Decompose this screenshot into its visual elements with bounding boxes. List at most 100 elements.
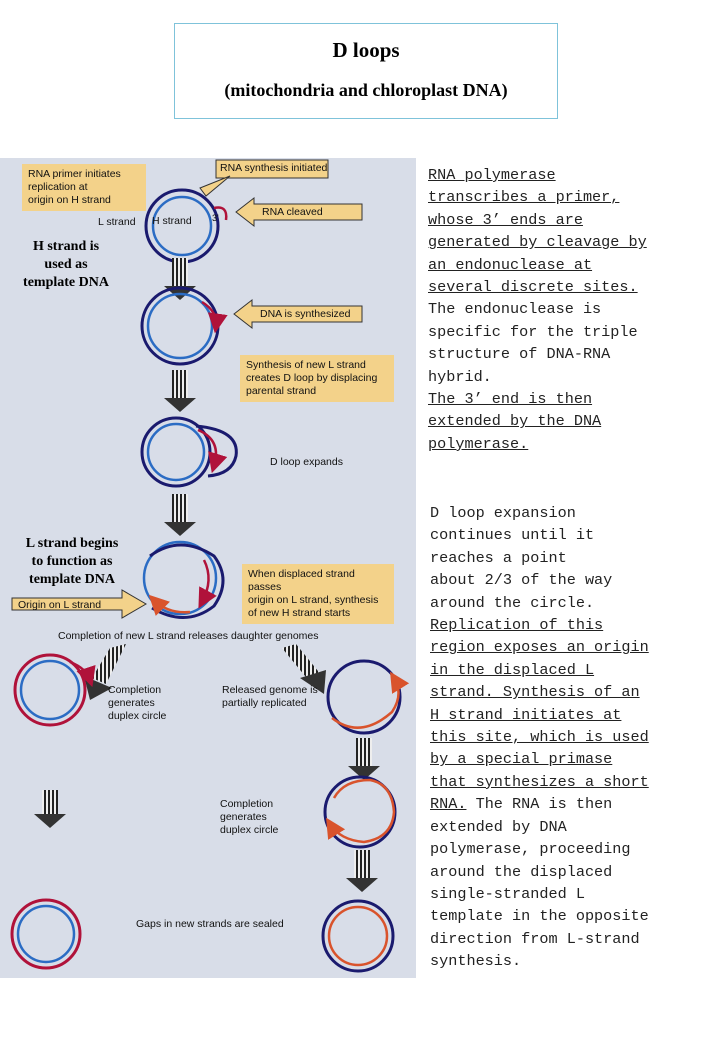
circle-step3 [140, 416, 238, 488]
dloop-expands-label: D loop expands [270, 456, 343, 468]
l-template-line: to function as [31, 554, 113, 569]
dloop-note: Synthesis of new L strand creates D loop… [240, 355, 394, 402]
explanation-text-1: RNA polymerase transcribes a primer, whose… [428, 164, 647, 455]
h-template-line: H strand is [32, 239, 100, 254]
text-line: around the displaced [430, 862, 613, 881]
text-line: synthesis. [430, 952, 522, 971]
text-line: region exposes an origin [430, 638, 649, 657]
dloop-note-line: Synthesis of new L strand [246, 359, 366, 371]
title-box: D loops (mitochondria and chloroplast DN… [174, 23, 558, 119]
rna-cleaved-label: RNA cleaved [262, 206, 323, 218]
down-arrow-right-1 [356, 738, 372, 768]
down-arrow-3 [172, 494, 188, 524]
down-arrow-1 [172, 258, 188, 288]
circle-partial-right [326, 659, 410, 735]
text-line: single-stranded L [430, 884, 585, 903]
gaps-sealed-label: Gaps in new strands are sealed [136, 918, 284, 930]
rna-primer [213, 206, 228, 221]
l-template-label: L strand begins to function as template … [12, 535, 132, 589]
duplex-line: duplex circle [108, 710, 167, 722]
duplex-line: generates [220, 811, 267, 823]
released-line: partially replicated [222, 697, 307, 709]
text-line: template in the opposite [430, 907, 649, 926]
explanation-text-2: D loop expansion continues until it reache… [430, 502, 649, 973]
text-line: RNA. The RNA is then [430, 795, 613, 814]
three-prime-label: 3' [212, 213, 219, 223]
text-line: in the displaced L [430, 660, 595, 679]
h-template-line: template DNA [23, 275, 109, 290]
l-template-line: L strand begins [25, 536, 119, 551]
callout-rna-cleaved [235, 196, 363, 228]
displaced-note: When displaced strand passes origin on L… [242, 564, 394, 624]
page-subtitle: (mitochondria and chloroplast DNA) [224, 80, 508, 100]
dloop-note-line: parental strand [246, 385, 317, 397]
duplex-line: Completion [220, 798, 274, 810]
callout-dna-synthesized [233, 298, 363, 330]
released-partial-label: Released genome is partially replicated [222, 684, 318, 710]
duplex-line: Completion [108, 684, 162, 696]
split-arrow-right [282, 644, 326, 694]
text-line: H strand initiates at [430, 705, 622, 724]
text-line: extended by the DNA [428, 412, 602, 431]
down-arrow-2 [172, 370, 188, 400]
circle-duplex-left [13, 653, 96, 727]
h-strand-label: H strand [152, 215, 192, 227]
text-line: polymerase. [428, 434, 529, 453]
text-line: polymerase, proceeding [430, 840, 631, 859]
text-line: several discrete sites. [428, 278, 638, 297]
primer-note: RNA primer initiates replication at orig… [22, 164, 146, 211]
displaced-note-line: of new H strand starts [248, 607, 351, 619]
h-template-line: used as [44, 257, 88, 272]
callout-rna-initiated [199, 159, 329, 197]
l-strand-label: L strand [98, 216, 136, 228]
page-title: D loops [332, 38, 400, 62]
circle-sealed-right [321, 899, 395, 973]
text-line: D loop expansion [430, 504, 576, 522]
down-arrow-left [42, 790, 58, 816]
circle-step2 [140, 286, 228, 366]
primer-note-line: replication at [28, 181, 88, 193]
text-line: The 3’ end is then [428, 390, 593, 409]
circle-completion-right [323, 775, 397, 849]
text-line: strand. Synthesis of an [430, 683, 640, 702]
text-line: this site, which is used [430, 728, 649, 747]
dloop-diagram [10, 159, 410, 973]
primer-note-line: origin on H strand [28, 194, 111, 206]
duplex-line: generates [108, 697, 155, 709]
text-line: structure of DNA-RNA [428, 345, 611, 364]
duplex-line: duplex circle [220, 824, 279, 836]
text-line: RNA polymerase [428, 166, 556, 184]
released-line: Released genome is [222, 684, 318, 696]
circle-sealed-left [10, 898, 82, 970]
h-template-label: H strand is used as template DNA [10, 238, 122, 292]
dna-synthesized-label: DNA is synthesized [260, 308, 351, 320]
displaced-note-line: When displaced strand passes [248, 568, 355, 593]
text-line: around the circle. [430, 593, 595, 612]
text-line: The endonuclease is [428, 300, 602, 319]
text-line: about 2/3 of the way [430, 571, 613, 590]
text-line: by a special primase [430, 750, 613, 769]
primer-note-line: RNA primer initiates [28, 168, 121, 180]
text-line: direction from L-strand [430, 929, 640, 948]
text-line: reaches a point [430, 548, 567, 567]
text-line: whose 3’ ends are [428, 210, 583, 229]
rna-initiated-label: RNA synthesis initiated [220, 162, 328, 174]
text-line: hybrid. [428, 367, 492, 386]
text-line: an endonuclease at [428, 255, 593, 274]
completion-duplex-left: Completion generates duplex circle [108, 684, 166, 723]
text-line: that synthesizes a short [430, 772, 649, 791]
callout-origin-l [11, 589, 147, 619]
text-line: extended by DNA [430, 817, 567, 836]
l-template-line: template DNA [29, 572, 115, 587]
text-line: transcribes a primer, [428, 188, 620, 207]
origin-l-label: Origin on L strand [18, 599, 102, 611]
down-arrow-right-2 [354, 850, 370, 880]
text-line: continues until it [430, 526, 595, 545]
text-line: generated by cleavage by [428, 233, 647, 252]
text-line: Replication of this [430, 616, 604, 635]
displaced-note-line: origin on L strand, synthesis [248, 594, 379, 606]
completion-duplex-right: Completion generates duplex circle [220, 798, 278, 837]
circle-step4 [142, 540, 225, 619]
completion-release-label: Completion of new L strand releases daug… [58, 630, 319, 642]
text-line: specific for the triple [428, 322, 638, 341]
